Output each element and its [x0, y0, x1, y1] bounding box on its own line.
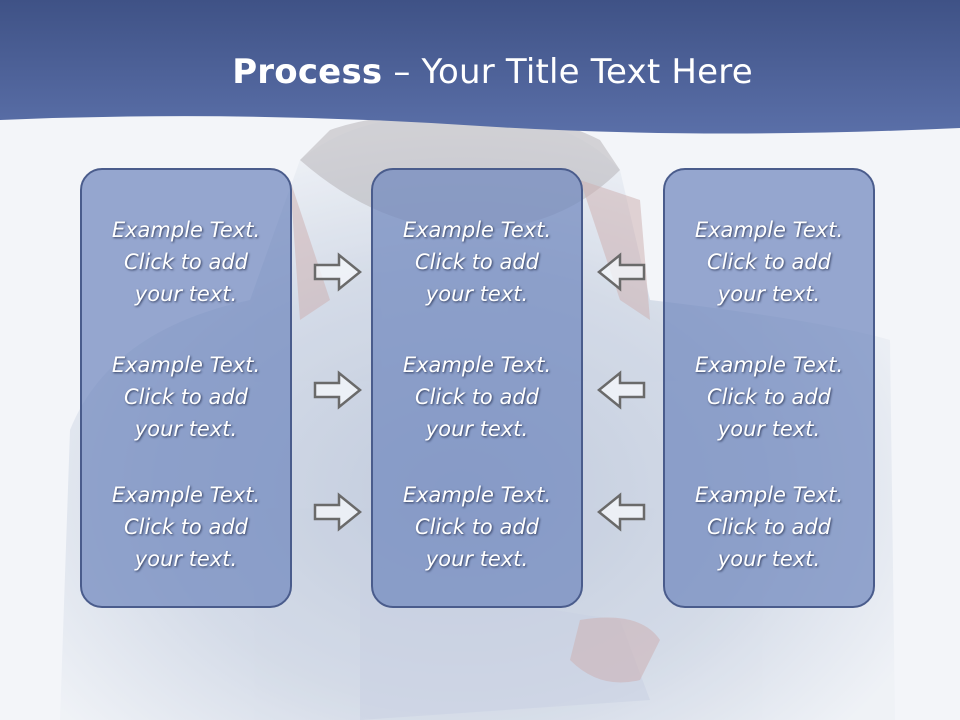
arrow-left-icon: [597, 252, 646, 292]
text-block[interactable]: Example Text. Click to add your text.: [111, 218, 261, 306]
header-band: [0, 0, 960, 134]
title-rest-part: – Your Title Text Here: [382, 52, 753, 92]
title-bold-part: Process: [232, 52, 383, 92]
arrow-right-icon: [313, 370, 362, 410]
process-column-left[interactable]: Example Text. Click to add your text. Ex…: [80, 168, 292, 608]
arrow-left-icon: [597, 492, 646, 532]
text-block[interactable]: Example Text. Click to add your text.: [402, 353, 552, 441]
arrow-right-icon: [313, 252, 362, 292]
text-block[interactable]: Example Text. Click to add your text.: [402, 483, 552, 571]
text-block[interactable]: Example Text. Click to add your text.: [111, 353, 261, 441]
slide-title[interactable]: Process – Your Title Text Here: [0, 52, 960, 92]
text-block[interactable]: Example Text. Click to add your text.: [111, 483, 261, 571]
text-block[interactable]: Example Text. Click to add your text.: [694, 218, 844, 306]
process-column-right[interactable]: Example Text. Click to add your text. Ex…: [663, 168, 875, 608]
arrow-right-icon: [313, 492, 362, 532]
text-block[interactable]: Example Text. Click to add your text.: [402, 218, 552, 306]
process-column-center[interactable]: Example Text. Click to add your text. Ex…: [371, 168, 583, 608]
text-block[interactable]: Example Text. Click to add your text.: [694, 353, 844, 441]
arrow-left-icon: [597, 370, 646, 410]
text-block[interactable]: Example Text. Click to add your text.: [694, 483, 844, 571]
